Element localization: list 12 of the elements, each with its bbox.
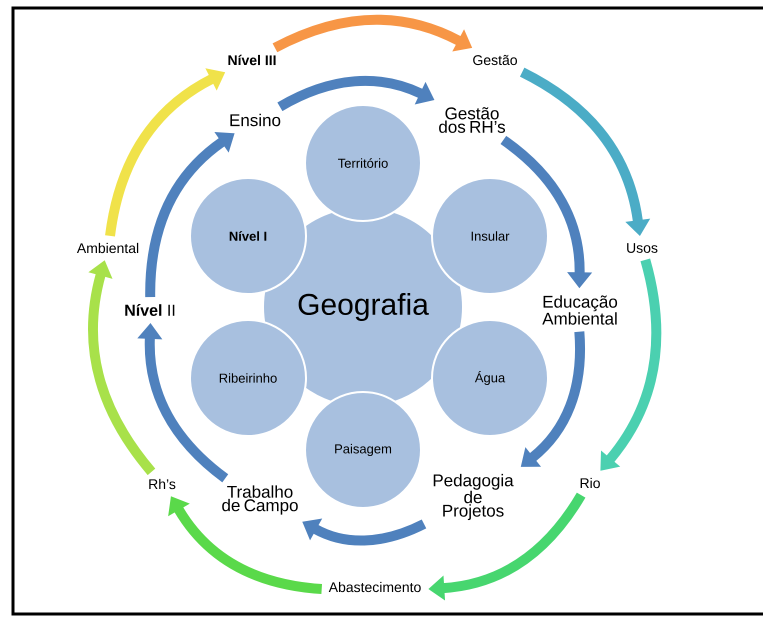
- ring-label: Pedagogia de Projetos: [434, 474, 514, 520]
- ring-label: Usos: [627, 243, 658, 253]
- ring-label: Gestão dos RH’s: [439, 107, 506, 133]
- ring-label: Rio: [580, 478, 600, 488]
- ring-label: Trabalho de Campo: [222, 485, 298, 515]
- ring-label: Abastecimento: [328, 582, 421, 592]
- ring-label: Gestão: [473, 54, 517, 66]
- ring-label: Ensino: [230, 114, 280, 126]
- ring-label: Rh’s: [149, 478, 176, 490]
- ring-label: Nível III: [228, 54, 276, 66]
- ring-label: Ambiental: [76, 242, 138, 254]
- ring-label: Nível II: [125, 304, 174, 316]
